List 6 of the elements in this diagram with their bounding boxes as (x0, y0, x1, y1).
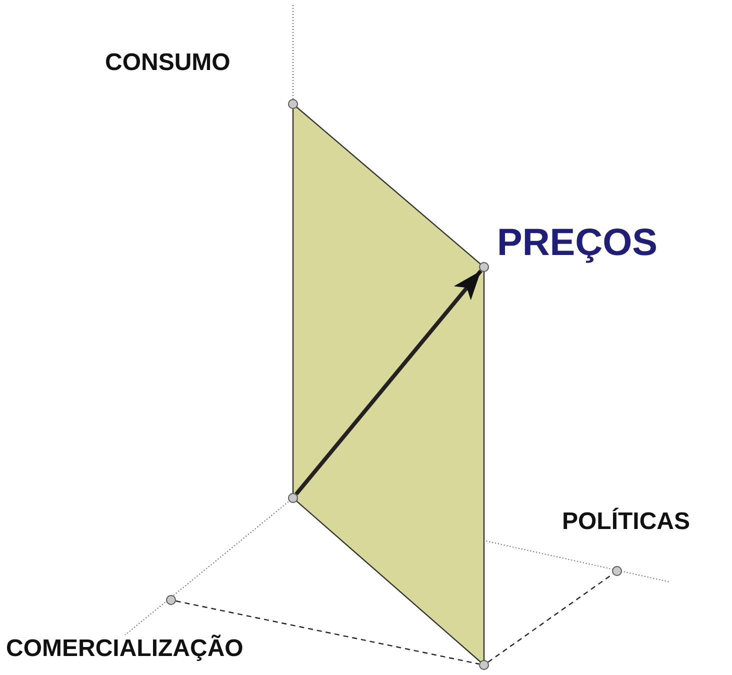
axis-label: POLÍTICAS (562, 508, 690, 536)
arrow (294, 270, 482, 496)
connector-line (176, 600, 480, 665)
axis-label: CONSUMO (105, 49, 230, 77)
axis-label: COMERCIALIZAÇÃO (6, 635, 244, 663)
axis-label: PREÇOS (497, 222, 658, 265)
